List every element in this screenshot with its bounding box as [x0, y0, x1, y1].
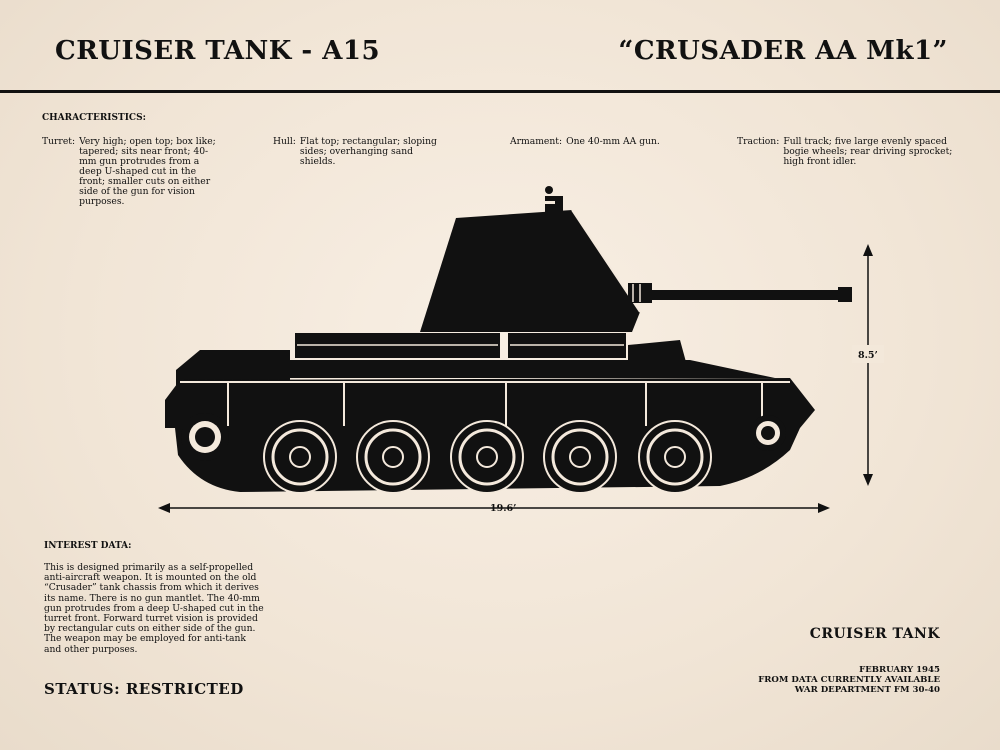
- page-title: CRUISER TANK - A15: [55, 36, 381, 66]
- tank-type-label: CRUISER TANK: [809, 626, 940, 642]
- characteristics-heading: CHARACTERISTICS:: [42, 113, 146, 123]
- hull-text: Flat top; rectangular; sloping sides; ov…: [299, 136, 437, 167]
- hull-label: Hull:: [273, 136, 296, 147]
- hull-body: [165, 378, 815, 428]
- armament-characteristic: Armament:One 40-mm AA gun.: [510, 137, 736, 147]
- front-idler: [750, 415, 786, 451]
- turret: [420, 186, 641, 332]
- header-rule: [0, 90, 1000, 93]
- traction-text: Full track; five large evenly spaced bog…: [783, 136, 953, 167]
- gun-barrel: [628, 283, 852, 303]
- turret-label: Turret:: [42, 136, 76, 147]
- interest-heading: INTEREST DATA:: [44, 541, 132, 551]
- status-label: STATUS: RESTRICTED: [44, 680, 244, 698]
- track: [175, 413, 800, 494]
- interest-text: This is designed primarily as a self-pro…: [44, 562, 264, 655]
- traction-characteristic: Traction:Full track; five large evenly s…: [737, 137, 961, 167]
- source-date: FEBRUARY 1945: [859, 665, 940, 675]
- height-dimension-arrow: [852, 244, 884, 486]
- source-block: FEBRUARY 1945 FROM DATA CURRENTLY AVAILA…: [758, 665, 940, 695]
- length-dimension-label: 19.6’: [490, 503, 517, 514]
- turret-characteristic: Turret:Very high; open top; box like; ta…: [42, 137, 224, 207]
- source-line-1: FROM DATA CURRENTLY AVAILABLE: [758, 675, 940, 685]
- armament-text: One 40-mm AA gun.: [566, 136, 660, 147]
- bogie-wheels: [263, 420, 712, 494]
- height-dimension-label: 8.5’: [858, 350, 878, 361]
- model-name: “CRUSADER AA Mk1”: [618, 36, 948, 66]
- drive-sprocket: [181, 413, 229, 461]
- length-dimension-arrow: [158, 503, 830, 513]
- source-line-2: WAR DEPARTMENT FM 30-40: [794, 685, 940, 695]
- traction-label: Traction:: [737, 136, 780, 147]
- hull-characteristic: Hull:Flat top; rectangular; sloping side…: [273, 137, 450, 167]
- armament-label: Armament:: [510, 136, 563, 147]
- turret-text: Very high; open top; box like; tapered; …: [79, 136, 216, 207]
